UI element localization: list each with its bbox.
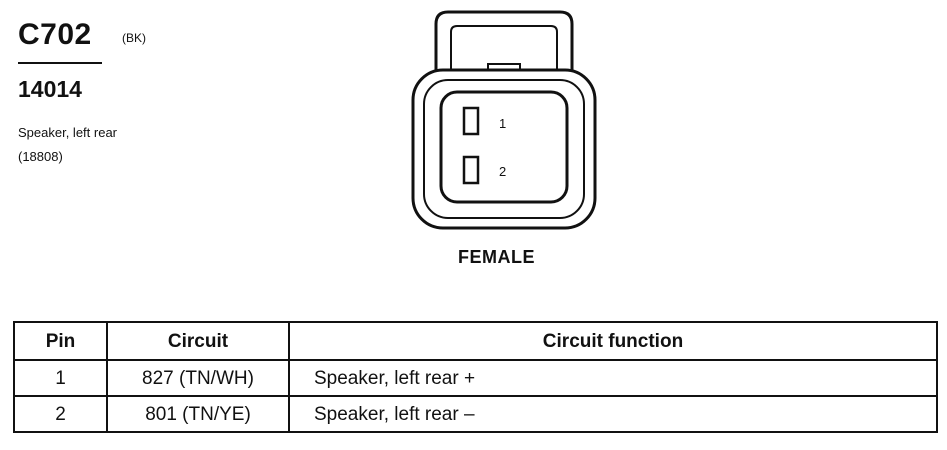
circuit-function-cell: Speaker, left rear +: [288, 359, 938, 397]
connector-id-underline: [18, 62, 102, 64]
pin-cell: 1: [13, 359, 108, 397]
connector-description: Speaker, left rear: [18, 125, 117, 140]
pin-cavity-2: [462, 155, 480, 185]
pin-1-label: 1: [499, 116, 506, 131]
column-header-circuit: Circuit: [106, 321, 290, 361]
pin-2-label: 2: [499, 164, 506, 179]
connector-gender-label: FEMALE: [458, 247, 535, 267]
pin-cell: 2: [13, 395, 108, 433]
part-number: 14014: [18, 76, 82, 102]
circuit-function-cell: Speaker, left rear –: [288, 395, 938, 433]
column-header-pin: Pin: [13, 321, 108, 361]
table-header-row: Pin Circuit Circuit function: [13, 321, 938, 361]
connector-reference-number: (18808): [18, 149, 63, 164]
pin-cavity-1: [462, 106, 480, 136]
table-row: 1 827 (TN/WH) Speaker, left rear +: [13, 359, 938, 397]
connector-face-diagram: 1 2: [411, 10, 597, 230]
connector-color: (BK): [122, 31, 146, 45]
circuit-cell: 827 (TN/WH): [106, 359, 290, 397]
circuit-cell: 801 (TN/YE): [106, 395, 290, 433]
connector-id: C702: [18, 18, 92, 51]
pinout-table: Pin Circuit Circuit function 1 827 (TN/W…: [13, 321, 938, 433]
table-row: 2 801 (TN/YE) Speaker, left rear –: [13, 395, 938, 433]
column-header-circuit-function: Circuit function: [288, 321, 938, 361]
connector-housing: [411, 68, 597, 230]
